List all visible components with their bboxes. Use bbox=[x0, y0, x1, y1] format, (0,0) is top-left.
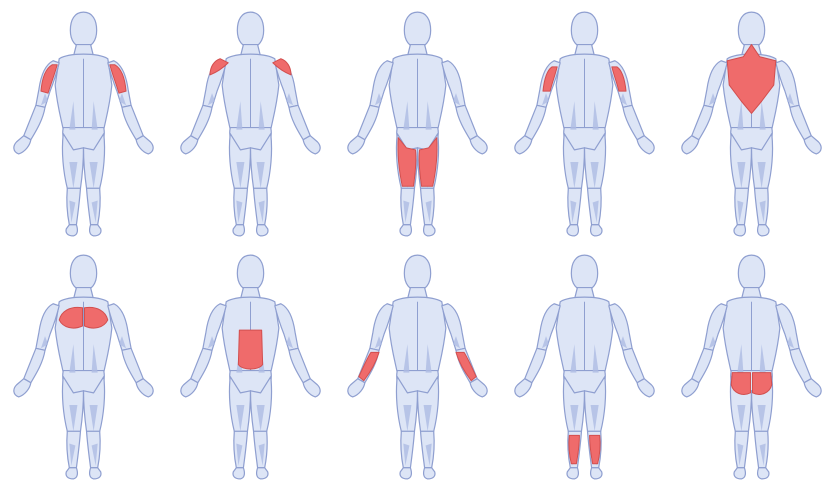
body-head bbox=[237, 255, 263, 290]
body-r-forearm bbox=[623, 105, 644, 139]
body-l-forearm bbox=[525, 348, 546, 382]
body-r-hand bbox=[303, 379, 320, 397]
body-r-foot bbox=[758, 468, 769, 479]
body-l-foot bbox=[66, 468, 77, 479]
body-r-hand bbox=[136, 136, 153, 154]
body-r-hand bbox=[470, 136, 487, 154]
body-l-hand bbox=[14, 136, 31, 154]
body-r-foot bbox=[591, 468, 602, 479]
body-l-foot bbox=[400, 225, 411, 236]
body-figure-forearms bbox=[334, 243, 501, 486]
body-l-foot bbox=[233, 468, 244, 479]
body-l-hand bbox=[14, 379, 31, 397]
body-r-hand bbox=[637, 136, 654, 154]
body-figure-chest bbox=[0, 243, 167, 486]
muscle-diagram-back-view bbox=[668, 243, 835, 486]
body-r-hand bbox=[637, 379, 654, 397]
body-figure-trapezius-upper-back bbox=[668, 0, 835, 243]
body-l-forearm bbox=[24, 348, 45, 382]
body-l-hand bbox=[515, 379, 532, 397]
body-l-forearm bbox=[24, 105, 45, 139]
body-head bbox=[738, 255, 764, 290]
body-r-foot bbox=[758, 225, 769, 236]
body-head bbox=[404, 12, 430, 47]
body-r-hand bbox=[303, 136, 320, 154]
body-l-foot bbox=[233, 225, 244, 236]
body-l-hand bbox=[348, 379, 365, 397]
body-l-hand bbox=[181, 136, 198, 154]
body-r-forearm bbox=[122, 348, 143, 382]
body-r-foot bbox=[90, 225, 101, 236]
body-r-foot bbox=[257, 468, 268, 479]
body-l-forearm bbox=[191, 105, 212, 139]
body-r-foot bbox=[424, 468, 435, 479]
body-l-hand bbox=[181, 379, 198, 397]
highlighted-muscle-abs bbox=[238, 330, 262, 369]
body-figure-abdominals bbox=[167, 243, 334, 486]
body-head bbox=[571, 12, 597, 47]
body-l-foot bbox=[567, 225, 578, 236]
body-head bbox=[738, 12, 764, 47]
muscle-diagram-back-view bbox=[501, 0, 668, 243]
body-l-forearm bbox=[525, 105, 546, 139]
body-r-foot bbox=[591, 225, 602, 236]
body-figure-triceps bbox=[501, 0, 668, 243]
body-l-foot bbox=[567, 468, 578, 479]
body-r-forearm bbox=[623, 348, 644, 382]
body-head bbox=[70, 255, 96, 290]
body-l-forearm bbox=[692, 348, 713, 382]
body-r-foot bbox=[257, 225, 268, 236]
muscle-diagram-front-view bbox=[334, 0, 501, 243]
body-figure-glutes bbox=[668, 243, 835, 486]
body-l-forearm bbox=[358, 105, 379, 139]
body-r-hand bbox=[804, 136, 821, 154]
body-r-hand bbox=[470, 379, 487, 397]
muscle-diagram-front-view bbox=[334, 243, 501, 486]
body-r-forearm bbox=[122, 105, 143, 139]
body-l-hand bbox=[348, 136, 365, 154]
body-r-forearm bbox=[289, 105, 310, 139]
body-l-foot bbox=[734, 225, 745, 236]
body-head bbox=[70, 12, 96, 47]
body-head bbox=[237, 12, 263, 47]
body-l-foot bbox=[400, 468, 411, 479]
body-r-forearm bbox=[790, 105, 811, 139]
body-r-forearm bbox=[790, 348, 811, 382]
body-l-foot bbox=[734, 468, 745, 479]
body-head bbox=[404, 255, 430, 290]
body-l-hand bbox=[682, 379, 699, 397]
body-r-forearm bbox=[456, 105, 477, 139]
body-figure-shoulders bbox=[167, 0, 334, 243]
body-r-forearm bbox=[289, 348, 310, 382]
muscle-diagram-back-view bbox=[501, 243, 668, 486]
body-r-hand bbox=[136, 379, 153, 397]
body-l-forearm bbox=[191, 348, 212, 382]
body-figure-quadriceps bbox=[334, 0, 501, 243]
body-head bbox=[571, 255, 597, 290]
muscle-diagram-front-view bbox=[0, 0, 167, 243]
body-figure-calves bbox=[501, 243, 668, 486]
body-figure-biceps bbox=[0, 0, 167, 243]
body-r-hand bbox=[804, 379, 821, 397]
body-l-foot bbox=[66, 225, 77, 236]
muscle-diagram-front-view bbox=[167, 243, 334, 486]
muscle-diagram-back-view bbox=[668, 0, 835, 243]
body-l-hand bbox=[682, 136, 699, 154]
body-l-hand bbox=[515, 136, 532, 154]
body-l-forearm bbox=[692, 105, 713, 139]
body-r-foot bbox=[90, 468, 101, 479]
body-r-foot bbox=[424, 225, 435, 236]
muscle-diagram-front-view bbox=[167, 0, 334, 243]
muscle-diagram-front-view bbox=[0, 243, 167, 486]
